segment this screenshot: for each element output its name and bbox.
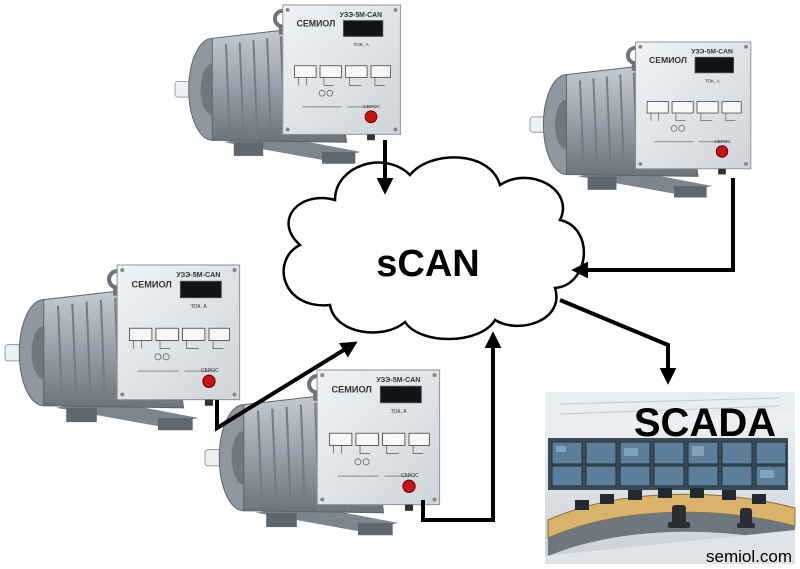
device-brand-label: СЕМИОЛ [649, 55, 687, 65]
motor-controller-left: СЕМИОЛ УЗЭ-5М-CAN ТОК, А СБРОС [5, 265, 240, 430]
website-credit: semiol.com [706, 547, 792, 566]
scada-control-room [545, 392, 796, 564]
device-current-label: ТОК, А [191, 304, 208, 310]
arrow-left-to-cloud [215, 341, 358, 432]
bus-connectors [215, 140, 735, 522]
arrow-cloud-to-scada [559, 298, 677, 385]
device-brand-label: СЕМИОЛ [131, 279, 171, 289]
device-model-label: УЗЭ-5М-CAN [176, 271, 220, 279]
device-reset-label: СБРОС [401, 473, 419, 479]
device-current-label: ТОК, А [705, 78, 721, 84]
device-brand-label: СЕМИОЛ [297, 19, 336, 29]
device-model-label: УЗЭ-5М-CAN [340, 12, 382, 19]
motor-controller-bottom: СЕМИОЛ УЗЭ-5М-CAN ТОК, А СБРОС [205, 370, 440, 535]
cloud-label: sCAN [376, 243, 479, 285]
device-reset-label: СБРОС [201, 368, 219, 374]
motor-controller-right: СЕМИОЛ УЗЭ-5М-CAN ТОК, А СБРОС [528, 40, 753, 200]
motor-controller-top: СЕМИОЛ УЗЭ-5М-CAN ТОК, А СБРОС [173, 3, 403, 166]
arrow-bottom-to-cloud [421, 331, 502, 522]
device-reset-label: СБРОС [714, 139, 731, 145]
can-bus-cloud [282, 156, 585, 341]
arrow-right-to-cloud [571, 178, 735, 279]
device-model-label: УЗЭ-5М-CAN [691, 49, 733, 56]
device-brand-label: СЕМИОЛ [331, 384, 371, 394]
scada-label: SCADA [634, 401, 776, 445]
device-current-label: ТОК, А [391, 409, 408, 415]
device-model-label: УЗЭ-5М-CAN [376, 376, 420, 384]
device-reset-label: СБРОС [363, 104, 381, 110]
device-current-label: ТОК, А [353, 42, 369, 48]
